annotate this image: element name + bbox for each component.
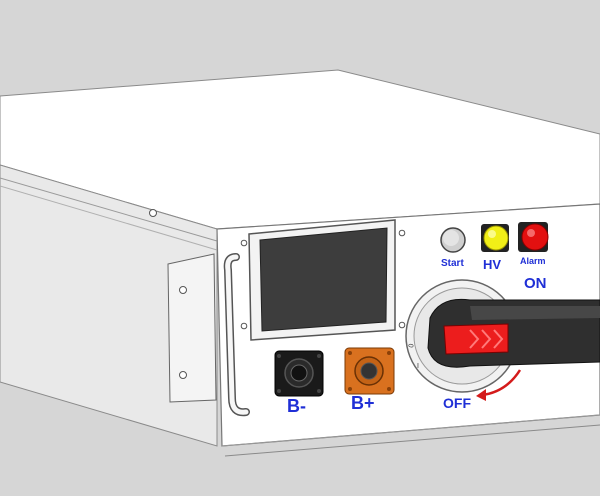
bracket-hole-icon (179, 371, 187, 379)
side-screw-icon (149, 209, 157, 217)
panel-screw-icon (398, 321, 406, 329)
switch-off-label: OFF (443, 395, 471, 411)
switch-red-accent (443, 323, 509, 355)
hv-lamp (483, 225, 509, 251)
chassis-side (0, 164, 218, 447)
svg-text:I: I (417, 363, 419, 370)
panel-screw-icon (240, 239, 248, 247)
b-plus-label: B+ (351, 393, 375, 413)
alarm-lamp (521, 223, 549, 251)
bracket-hole-icon (179, 286, 187, 294)
mounting-bracket (167, 253, 217, 403)
svg-text:0: 0 (408, 343, 416, 348)
chassis-top (0, 69, 600, 230)
panel-screw-icon (240, 322, 248, 330)
start-label: Start (441, 258, 464, 269)
hv-label: HV (483, 257, 502, 272)
b-minus-label: B- (287, 396, 306, 416)
switch-on-label: ON (524, 275, 547, 292)
alarm-label: Alarm (520, 256, 546, 266)
panel-screw-icon (398, 229, 406, 237)
display-screen (259, 227, 388, 332)
